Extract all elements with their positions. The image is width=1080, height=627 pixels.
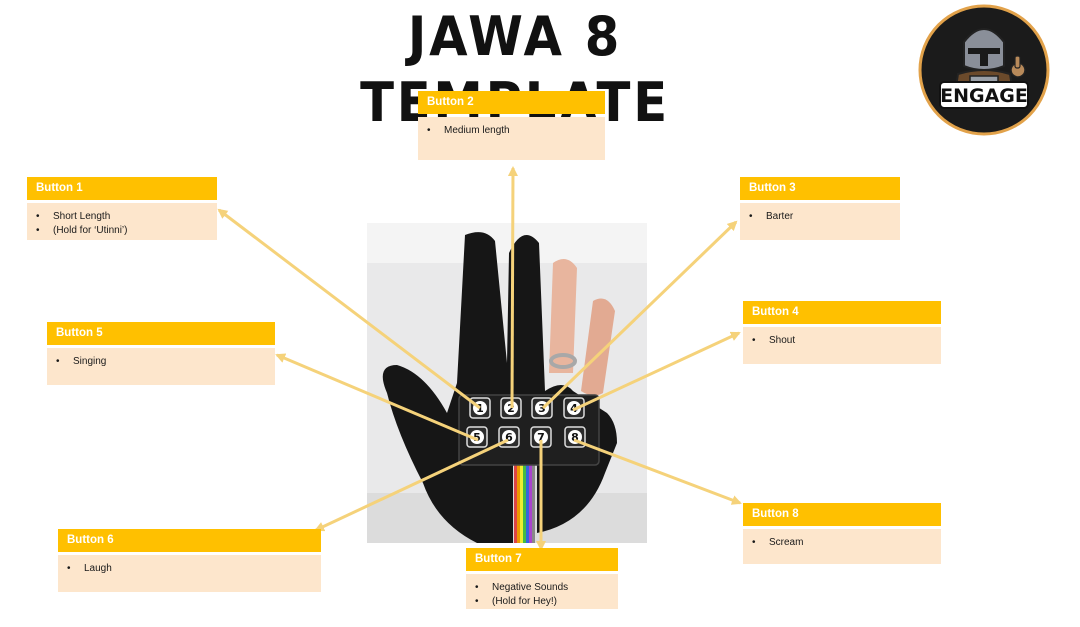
- callout-header: Button 3: [740, 177, 900, 200]
- board-button-number: 8: [571, 431, 579, 444]
- callout-button-7: Button 7 Negative Sounds (Hold for Hey!): [466, 548, 618, 609]
- glove-photo: 1 2 3 4 5 6 7 8: [367, 223, 647, 543]
- callout-button-6: Button 6 Laugh: [58, 529, 321, 592]
- callout-header: Button 1: [27, 177, 217, 200]
- page-title: JAWA 8 TEMPLATE: [360, 5, 667, 134]
- board-button-number: 4: [570, 402, 578, 415]
- callout-header: Button 5: [47, 322, 275, 345]
- callout-item: Barter: [740, 210, 900, 224]
- callout-item: Scream: [743, 536, 941, 550]
- board-button-cap: [534, 430, 548, 444]
- callout-header: Button 7: [466, 548, 618, 571]
- callout-item: Negative Sounds: [466, 581, 618, 595]
- logo-text: ENGAGE: [940, 85, 1028, 107]
- board-button-number: 7: [537, 431, 545, 444]
- callout-item: Medium length: [418, 124, 605, 138]
- callout-button-8: Button 8 Scream: [743, 503, 941, 564]
- callout-button-4: Button 4 Shout: [743, 301, 941, 364]
- callout-header: Button 6: [58, 529, 321, 552]
- callout-item: Singing: [47, 355, 275, 369]
- callout-button-2: Button 2 Medium length: [418, 91, 605, 160]
- callout-button-1: Button 1 Short Length (Hold for ‘Utinni’…: [27, 177, 217, 240]
- board-button-number: 5: [473, 431, 481, 444]
- callout-item: Laugh: [58, 562, 321, 576]
- callout-item: (Hold for ‘Utinni’): [27, 224, 217, 238]
- callout-item: Shout: [743, 334, 941, 348]
- rainbow-cable: [514, 461, 535, 543]
- callout-button-3: Button 3 Barter: [740, 177, 900, 240]
- callout-item: Short Length: [27, 210, 217, 224]
- callout-header: Button 2: [418, 91, 605, 114]
- callout-item: (Hold for Hey!): [466, 595, 618, 609]
- board-button-number: 2: [507, 402, 515, 415]
- engage-logo: ENGAGE: [918, 4, 1050, 136]
- board-button-number: 3: [538, 402, 546, 415]
- board-button-number: 6: [505, 431, 513, 444]
- callout-button-5: Button 5 Singing: [47, 322, 275, 385]
- callout-header: Button 4: [743, 301, 941, 324]
- callout-header: Button 8: [743, 503, 941, 526]
- board-button-number: 1: [476, 402, 484, 415]
